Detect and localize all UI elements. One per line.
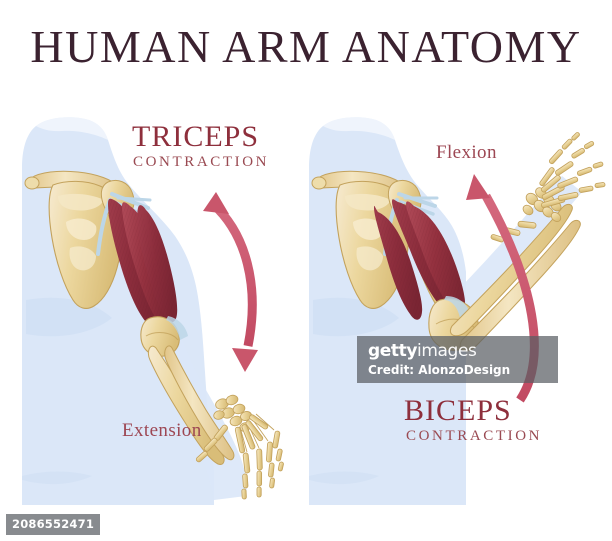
biceps-label: BICEPS: [404, 394, 512, 427]
extension-arrow: [203, 192, 258, 372]
triceps-extension-panel: [22, 117, 284, 506]
triceps-muscle-left: [108, 198, 178, 328]
biceps-muscle-right: [374, 199, 466, 320]
triceps-label: TRICEPS: [132, 120, 260, 153]
getty-images-watermark: gettyimages Credit: AlonzoDesign: [357, 336, 558, 383]
hand-skeleton-left: [195, 394, 284, 500]
triceps-sublabel: CONTRACTION: [133, 154, 270, 170]
extension-label: Extension: [122, 420, 202, 441]
getty-logo: gettyimages: [368, 341, 477, 361]
scapula-bone-left: [48, 180, 123, 309]
scapula-bone-right: [335, 180, 410, 309]
page-title: HUMAN ARM ANATOMY: [30, 21, 582, 72]
biceps-sublabel: CONTRACTION: [406, 428, 543, 444]
getty-logo-bold: getty: [368, 341, 418, 361]
watermark-credit: Credit: AlonzoDesign: [368, 363, 511, 377]
flexion-label: Flexion: [436, 142, 497, 163]
hand-skeleton-right: [490, 132, 606, 243]
forearm-bones-left: [147, 345, 235, 465]
asset-id-label: 2086552471: [6, 514, 101, 535]
biceps-flexion-panel: [309, 117, 606, 506]
getty-logo-light: images: [417, 341, 477, 361]
